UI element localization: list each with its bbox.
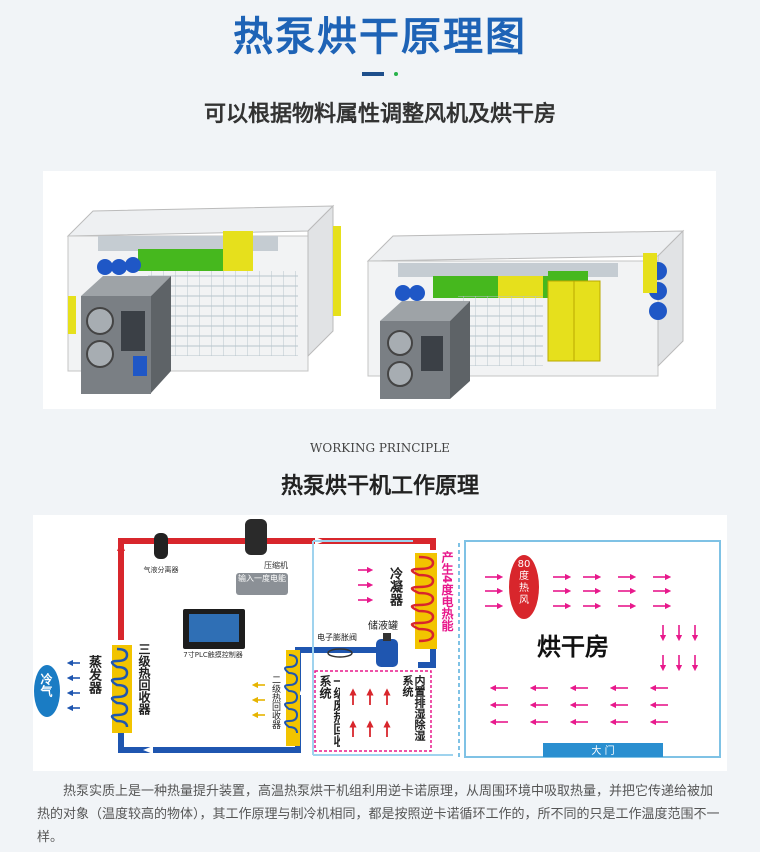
input-power-label: 输入一度电能 [238, 574, 286, 583]
principle-description: 热泵实质上是一种热量提升装置，高温热泵烘干机组利用逆卡诺原理，从周围环境中吸取热… [37, 784, 720, 845]
cold-refrigerant-pipe [118, 645, 436, 753]
left-dryer-room [66, 204, 341, 394]
condenser-arrows [358, 566, 374, 604]
gate-label: 大 门 [591, 744, 614, 757]
gate-bar [543, 743, 663, 757]
receiver-icon [376, 639, 398, 667]
cold-air-arrows [66, 659, 80, 712]
title-divider [362, 72, 384, 76]
principle-title-cn: 热泵烘干机工作原理 [280, 474, 479, 499]
gas-liquid-separator-label: 气液分离器 [144, 565, 179, 574]
recovery-up-arrows [349, 688, 391, 737]
drying-room-label: 烘干房 [537, 633, 609, 661]
principle-title-en: WORKING PRINCIPLE [310, 441, 450, 455]
second-stage-arrows [251, 681, 265, 719]
evaporator-label: 蒸发器 [86, 655, 101, 694]
heat-energy-label: 产生4度电热能 [440, 551, 454, 632]
receiver-label: 储液罐 [368, 619, 398, 632]
third-stage-recovery-label: 三级热回收器 [137, 643, 151, 715]
second-stage-recovery-label: 二级热回收器 [270, 675, 280, 729]
working-principle-diagram: 气液分离器 压缩机 输入一度电能 7寸PLC触摸控制器 蒸发器 三级热回收器 冷… [33, 515, 727, 771]
right-dryer-room [366, 229, 685, 399]
cold-air-label: 冷气 [39, 673, 53, 697]
compressor-icon [245, 519, 267, 555]
dryer-room-illustration [43, 171, 716, 409]
hot-refrigerant-pipe [118, 538, 436, 640]
compressor-label: 压缩机 [264, 560, 288, 570]
dehumid-label: 内置排湿除湿系统 [401, 675, 426, 741]
hot-air-label: 80度热风 [517, 559, 531, 606]
page-subtitle: 可以根据物料属性调整风机及烘干房 [203, 102, 556, 127]
gas-liquid-separator-icon [154, 533, 168, 559]
page-title: 热泵烘干原理图 [233, 14, 527, 60]
cold-air-badge [34, 665, 60, 717]
hot-air-badge [509, 555, 539, 619]
input-power-box [236, 573, 288, 595]
first-stage-recovery-label: 一级废热回收系统 [318, 675, 340, 747]
expansion-valve-label: 电子膨胀阀 [317, 632, 357, 642]
waste-heat-recovery-box [314, 670, 432, 752]
expansion-valve-icon [327, 648, 353, 658]
title-divider-dot [394, 72, 398, 76]
plc-controller-label: 7寸PLC触摸控制器 [183, 651, 243, 659]
condenser-label: 冷凝器 [387, 567, 402, 606]
hot-air-flow-arrows [485, 573, 699, 726]
